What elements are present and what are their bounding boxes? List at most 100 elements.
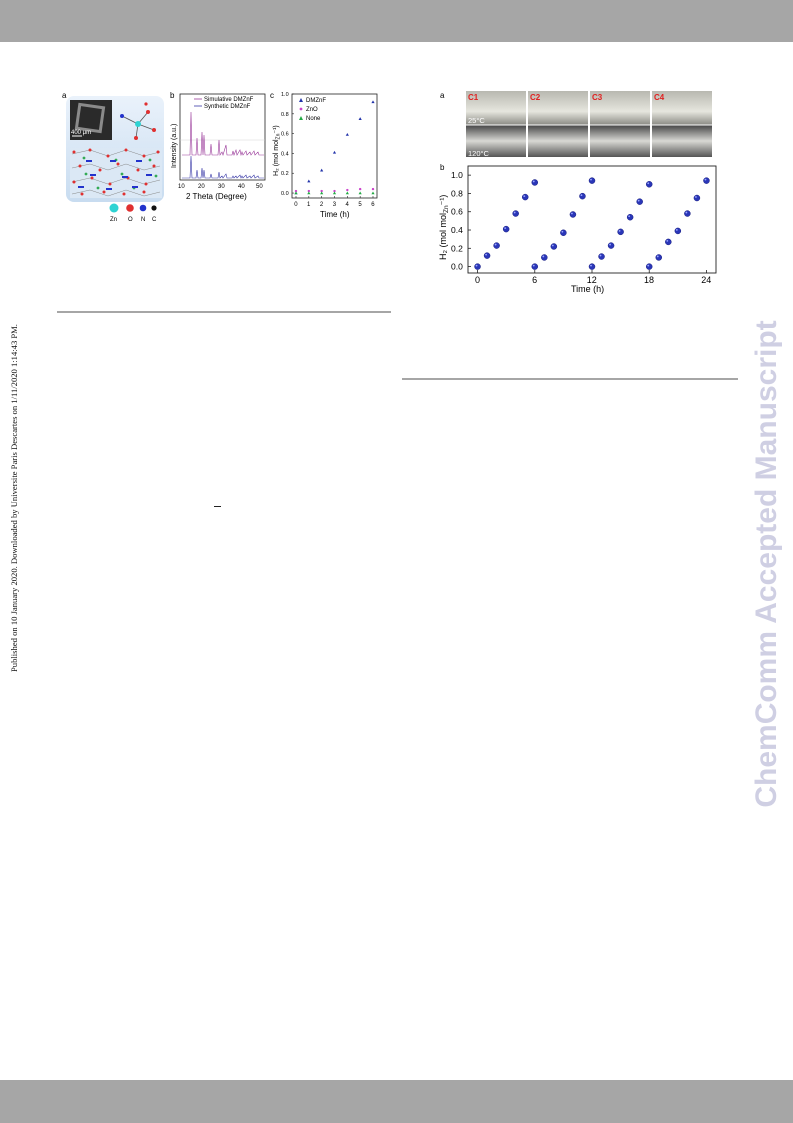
- c-ytick-label: 0.4: [281, 151, 289, 157]
- data-point: [531, 263, 539, 270]
- figure2-b-label: b: [440, 163, 445, 172]
- legend-marker-none: [299, 116, 303, 120]
- figure1-b-label: b: [170, 91, 175, 100]
- data-point: [493, 242, 500, 249]
- xrd-synthetic-pattern: [182, 155, 264, 179]
- c-xtick-label: 3: [333, 202, 337, 208]
- data-point: [569, 211, 577, 218]
- data-point-zno: [320, 189, 323, 193]
- b2-ytick-label: 1.0: [451, 170, 463, 180]
- b2-xtick-label: 24: [701, 275, 711, 285]
- data-point: [655, 254, 663, 261]
- data-point-none: [332, 191, 337, 195]
- b2-ytick-label: 0.8: [451, 188, 463, 198]
- data-point-highlight: [542, 255, 545, 258]
- data-point: [550, 243, 558, 250]
- b2-xtick-label: 6: [532, 275, 537, 285]
- vial-c4-120c: [652, 125, 712, 157]
- vial-c1-120c: [466, 125, 526, 157]
- framework-lattice: [70, 148, 162, 198]
- data-point: [483, 252, 491, 259]
- data-point-highlight: [580, 194, 583, 197]
- data-point-highlight: [551, 244, 554, 247]
- text-fragment-dash: [214, 506, 221, 507]
- data-point-dmznf: [358, 117, 362, 120]
- c-xtick-label: 1: [307, 202, 311, 208]
- data-point-none: [358, 191, 362, 195]
- figure1-c-label: c: [270, 91, 274, 100]
- accepted-manuscript-watermark: ChemComm Accepted Manuscript: [750, 320, 783, 808]
- vial-c2-25c: [528, 91, 588, 125]
- data-point: [636, 198, 643, 205]
- data-point-highlight: [561, 230, 564, 233]
- data-point: [598, 253, 605, 260]
- data-point-zno: [358, 187, 362, 191]
- data-point: [474, 263, 481, 270]
- atom-legend: Zn O N C: [109, 203, 157, 223]
- c-xtick-label: 2: [320, 202, 324, 208]
- b2-ytick-label: 0.4: [451, 225, 463, 235]
- c-xtick-label: 5: [358, 202, 362, 208]
- figure2-a-label: a: [440, 91, 445, 100]
- b2-ytick-label: 0.0: [451, 262, 463, 272]
- data-point-zno: [307, 189, 311, 193]
- data-point: [512, 210, 519, 217]
- data-point: [521, 193, 529, 201]
- column-rule-right: [402, 378, 738, 380]
- b2-xtick-label: 0: [475, 275, 480, 285]
- xrd-plot-frame: [179, 93, 266, 181]
- h2-x-axis-label-b: Time (h): [571, 284, 604, 294]
- vial-c4-25c: [652, 91, 712, 125]
- data-point-highlight: [571, 212, 573, 215]
- data-point: [607, 242, 615, 249]
- footer-band: [0, 1080, 793, 1123]
- data-point-highlight: [704, 178, 707, 181]
- data-point-highlight: [647, 264, 650, 267]
- c-xtick-label: 0: [294, 202, 298, 208]
- c-ytick-label: 0.6: [281, 132, 289, 138]
- data-point-highlight: [513, 211, 516, 214]
- c-ytick-label: 0.0: [281, 191, 289, 197]
- xrd-simulative-pattern: [182, 111, 264, 157]
- vial-c1-25c: [466, 91, 526, 125]
- xrd-xtick-30: 30: [218, 184, 225, 190]
- data-point-highlight: [494, 243, 497, 246]
- data-point: [684, 210, 691, 217]
- data-point-zno: [346, 188, 349, 192]
- data-point: [541, 254, 548, 261]
- data-point-highlight: [628, 215, 631, 218]
- data-point-highlight: [532, 264, 535, 267]
- vial-label-c3: C3: [592, 93, 603, 102]
- scale-bar-label: 400 μm: [71, 130, 91, 136]
- figure1-panel-b: b Simulative DMZnF Synthetic DMZnF Inten…: [170, 91, 266, 201]
- data-point-highlight: [599, 254, 602, 257]
- legend-dmznf: DMZnF: [306, 98, 326, 104]
- xrd-xtick-10: 10: [178, 184, 185, 190]
- xrd-legend-simulative: Simulative DMZnF: [204, 97, 254, 103]
- data-point-highlight: [523, 195, 526, 197]
- data-point-highlight: [475, 264, 478, 267]
- figure1-panel-a: a 400 μm: [62, 91, 164, 223]
- vial-label-c2: C2: [530, 93, 541, 102]
- b2-xtick-label: 12: [587, 275, 597, 285]
- data-point-highlight: [504, 227, 507, 230]
- publication-note: Published on 10 January 2020. Downloaded…: [9, 324, 19, 672]
- legend-dot-n: [139, 204, 147, 212]
- xrd-xtick-50: 50: [256, 184, 263, 190]
- data-point-highlight: [609, 243, 611, 246]
- row-label-120c: 120°C: [468, 149, 490, 158]
- column-rule-left: [57, 311, 391, 313]
- legend-zno: ZnO: [306, 107, 318, 113]
- data-point-highlight: [656, 255, 659, 258]
- legend-dot-o: [126, 204, 134, 212]
- h2-plot-frame: [291, 93, 378, 199]
- data-point: [645, 181, 653, 188]
- data-point: [560, 229, 567, 237]
- xrd-legend-synthetic: Synthetic DMZnF: [204, 104, 251, 110]
- h2-y-axis-label-b: H₂ (mol molZn⁻¹): [438, 195, 450, 260]
- data-point: [617, 228, 624, 236]
- legend-label-zn: Zn: [110, 217, 117, 223]
- data-point: [665, 238, 672, 246]
- data-point-highlight: [666, 240, 669, 242]
